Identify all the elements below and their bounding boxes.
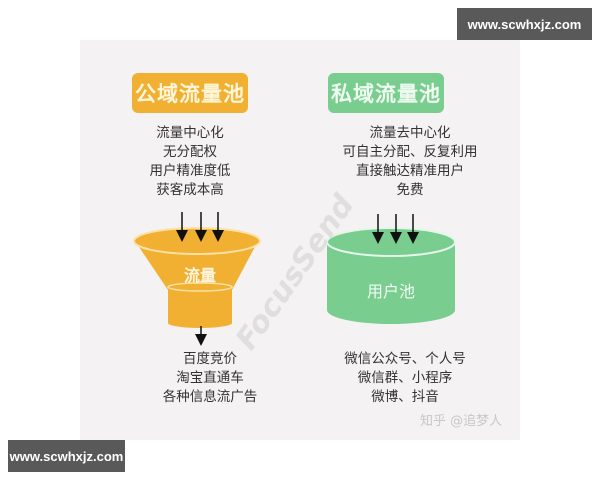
feature: 可自主分配、反复利用 — [342, 144, 478, 160]
feature: 免费 — [396, 182, 424, 198]
public-pool-features: 流量中心化 无分配权 用户精准度低 获客成本高 — [120, 124, 260, 200]
example: 各种信息流广告 — [162, 389, 258, 405]
arrows-in-left — [176, 212, 224, 346]
funnel-icon — [133, 227, 261, 328]
credit-watermark: 知乎 @追梦人 — [420, 414, 503, 429]
example: 微信群、小程序 — [357, 370, 453, 386]
funnel-label: 流量 — [183, 266, 216, 285]
feature: 用户精准度低 — [149, 163, 231, 179]
example: 微信公众号、个人号 — [344, 351, 466, 367]
example: 微博、抖音 — [371, 389, 439, 405]
feature: 流量中心化 — [156, 125, 224, 141]
private-pool-examples: 微信公众号、个人号 微信群、小程序 微博、抖音 — [320, 350, 490, 407]
public-pool-examples: 百度竞价 淘宝直通车 各种信息流广告 — [120, 350, 300, 407]
public-pool-title: 公域流量池 — [132, 73, 248, 113]
cylinder-label: 用户池 — [366, 282, 415, 301]
feature: 无分配权 — [163, 144, 217, 160]
private-pool-title: 私域流量池 — [328, 73, 444, 113]
arrows-in-right — [372, 214, 419, 244]
watermark-top: www.scwhxjz.com — [457, 8, 592, 40]
watermark-bottom: www.scwhxjz.com — [8, 440, 125, 472]
cylinder-icon — [326, 227, 456, 324]
feature: 获客成本高 — [156, 182, 224, 198]
feature: 直接触达精准用户 — [356, 163, 464, 179]
example: 淘宝直通车 — [176, 370, 244, 386]
private-pool-features: 流量去中心化 可自主分配、反复利用 直接触达精准用户 免费 — [310, 124, 510, 200]
example: 百度竞价 — [183, 351, 237, 367]
feature: 流量去中心化 — [369, 125, 451, 141]
